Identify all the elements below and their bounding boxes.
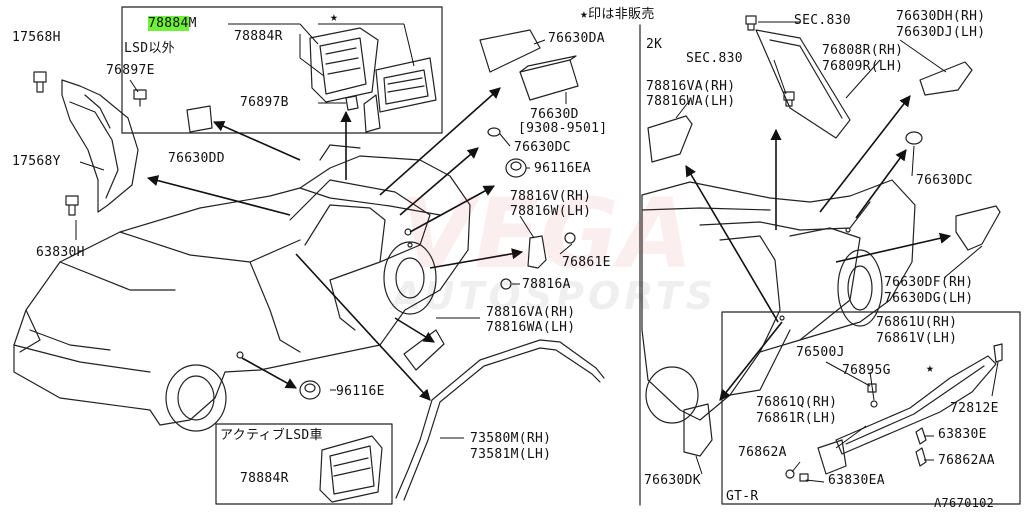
leaders [75,21,999,483]
label-78816wa-left: 78816WA(LH) [486,320,576,335]
watermark-line1: VEGA [400,178,693,290]
label-76808r: 76808R(RH) [822,43,904,58]
label-76630da: 76630DA [548,31,605,46]
label-not-for-sale: ★印は非販売 [580,7,655,22]
right-car-body [641,179,916,424]
duct-78884m [309,27,379,103]
pad-76630da [479,29,541,73]
label-78884m: 78884M [148,16,197,31]
bracket-72812e [993,343,1003,363]
label-78816w: 78816W(LH) [510,204,592,219]
label-76630dh: 76630DH(RH) [896,9,986,24]
label-17568y: 17568Y [12,154,61,169]
screw-76861e [564,232,576,244]
label-76630d: 76630D [530,107,579,122]
label-76809r: 76809R(LH) [822,59,904,74]
pad-76630dd [186,105,213,133]
duct-78884r-bottom [319,435,383,503]
label-76861q: 76861Q(RH) [756,395,838,410]
label-63830e: 63830E [938,427,987,442]
label-73580m: 73580M(RH) [470,431,552,446]
screw-78816a [500,278,512,290]
screw-76895g [870,400,878,408]
label-active-lsd: アクティブLSD車 [220,428,323,443]
label-96116ea: 96116EA [534,161,591,176]
screw-76862a [785,469,795,479]
label-63830h: 63830H [36,245,85,260]
label-2k: 2K [646,37,663,52]
bolt-76897e [133,89,147,107]
label-78816v: 78816V(RH) [510,189,592,204]
label-17568h: 17568H [12,30,61,45]
label-76630d-range: [9308-9501] [518,121,608,136]
label-78884r-bottom: 78884R [240,471,289,486]
label-76862aa: 76862AA [938,453,995,468]
label-78816va-right: 78816VA(RH) [646,79,736,94]
label-76862a: 76862A [738,445,787,460]
sill-76861u [835,355,997,455]
label-sec830-b: SEC.830 [686,51,743,66]
pad-76630dc-left [487,127,501,137]
label-76861e: 76861E [562,255,611,270]
label-76630dc-right: 76630DC [916,173,973,188]
label-sec830-a: SEC.830 [794,13,851,28]
figure-code: A7670102 [934,496,995,510]
label-76861r: 76861R(LH) [756,411,838,426]
label-76897b: 76897B [240,95,289,110]
label-73581m: 73581M(LH) [470,447,552,462]
label-78816va-left: 78816VA(RH) [486,305,576,320]
star-mark-top: ★ [330,10,339,25]
bracket-78816v [527,235,547,269]
clip-63830e [915,427,927,445]
clip-sec830-a [745,15,757,31]
pad-76630dc-right [905,131,923,145]
label-72812e: 72812E [950,401,999,416]
star-mark-right: ★ [926,361,935,376]
pad-76630dh [919,61,973,96]
molding-73580m [395,339,605,499]
grommet-96116e [299,380,321,400]
clip-63830h [65,195,79,216]
block-76630d [519,55,579,101]
watermark-line2: AUTOSPORTS [392,274,718,318]
label-76630dd: 76630DD [168,151,225,166]
trim-76808r [755,29,851,139]
label-gtr: GT-R [726,489,759,504]
pad-76630dk [683,403,713,457]
flap-76861q [817,439,847,475]
clip-76862aa [915,447,927,467]
arrows [146,87,952,401]
label-76630dg: 76630DG(LH) [884,291,974,306]
duct-78884r [363,57,437,133]
label-76861v: 76861V(LH) [876,331,958,346]
label-78884r-top: 78884R [234,29,283,44]
label-76861u: 76861U(RH) [876,315,958,330]
label-78816wa-right: 78816WA(LH) [646,94,736,109]
active-lsd-box [215,423,393,505]
bolt-76897b [345,95,359,111]
label-lsd-except: LSD以外 [124,41,175,56]
top-callout-box [121,6,443,134]
trim-78816va-right [647,115,693,163]
gtr-side-sill-box [721,311,1021,505]
pad-76630df [955,205,1001,251]
clip-63830ea [799,473,809,482]
label-78816a: 78816A [522,277,571,292]
grommet-96116ea [505,158,527,178]
clip-17568h [33,71,47,93]
label-76630dc-left: 76630DC [514,140,571,155]
label-76500j: 76500J [796,345,845,360]
label-78884m-number: 78884 [148,16,189,31]
label-96116e: 96116E [336,384,385,399]
left-car-body [13,144,471,432]
label-76895g: 76895G [842,363,891,378]
bracket-17568y [61,79,139,213]
label-76630df: 76630DF(RH) [884,275,974,290]
label-76897e: 76897E [106,63,155,78]
label-76630dk: 76630DK [644,473,701,488]
label-76630dj: 76630DJ(LH) [896,25,986,40]
label-63830ea: 63830EA [828,473,885,488]
label-78884m-suffix: M [188,16,197,31]
